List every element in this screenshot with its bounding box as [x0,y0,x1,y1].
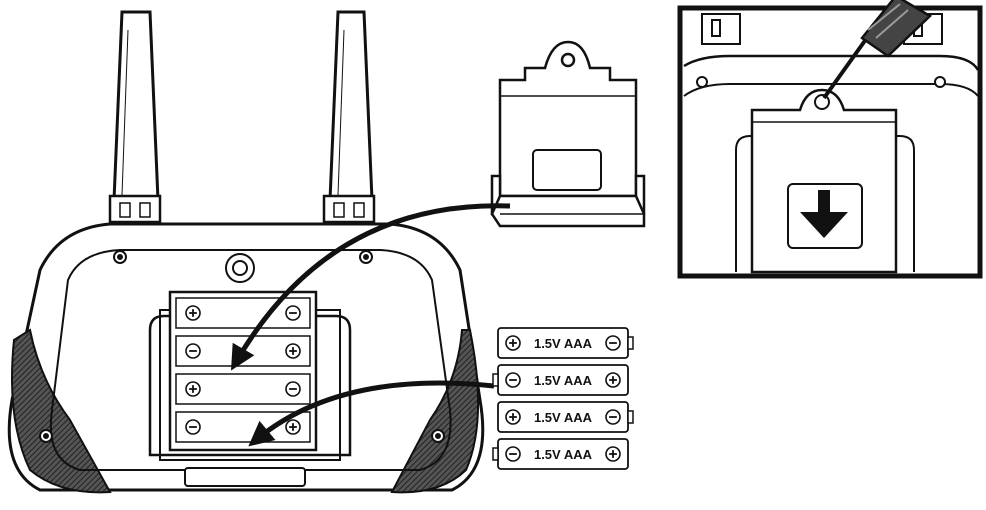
minus-icon [605,335,621,351]
plus-icon [605,372,621,388]
minus-icon [285,381,301,397]
minus-icon [505,446,521,462]
plus-icon [605,446,621,462]
plus-icon [505,409,521,425]
minus-icon [185,343,201,359]
curved-arrow-icon [248,380,495,447]
compartment-polarity-marks [185,305,301,435]
battery-stack: 1.5V AAA 1.5V AAA 1.5V AAA 1.5V AAA [492,327,634,470]
remote-controller [7,10,485,494]
minus-icon [185,419,201,435]
plus-icon [285,343,301,359]
left-antenna-icon [108,10,162,224]
right-grip [390,329,480,494]
inset-cover-removal [677,0,983,279]
battery-label: 1.5V AAA [534,373,593,388]
battery-cover-icon [490,40,646,228]
plus-icon [505,335,521,351]
plus-icon [185,381,201,397]
arrow-down-icon [800,190,848,238]
right-antenna-icon [322,10,376,224]
plus-icon [285,419,301,435]
battery-label: 1.5V AAA [534,410,593,425]
battery-label: 1.5V AAA [534,447,593,462]
bottom-button [184,467,306,487]
curved-arrow-icon [230,203,511,371]
battery-aaa: 1.5V AAA [497,327,634,359]
minus-icon [605,409,621,425]
battery-aaa: 1.5V AAA [497,401,634,433]
battery-label: 1.5V AAA [534,336,593,351]
battery-aaa: 1.5V AAA [492,364,629,396]
plus-icon [185,305,201,321]
minus-icon [505,372,521,388]
screwdriver-icon [822,0,933,100]
left-grip [11,328,112,494]
battery-aaa: 1.5V AAA [492,438,629,470]
minus-icon [285,305,301,321]
